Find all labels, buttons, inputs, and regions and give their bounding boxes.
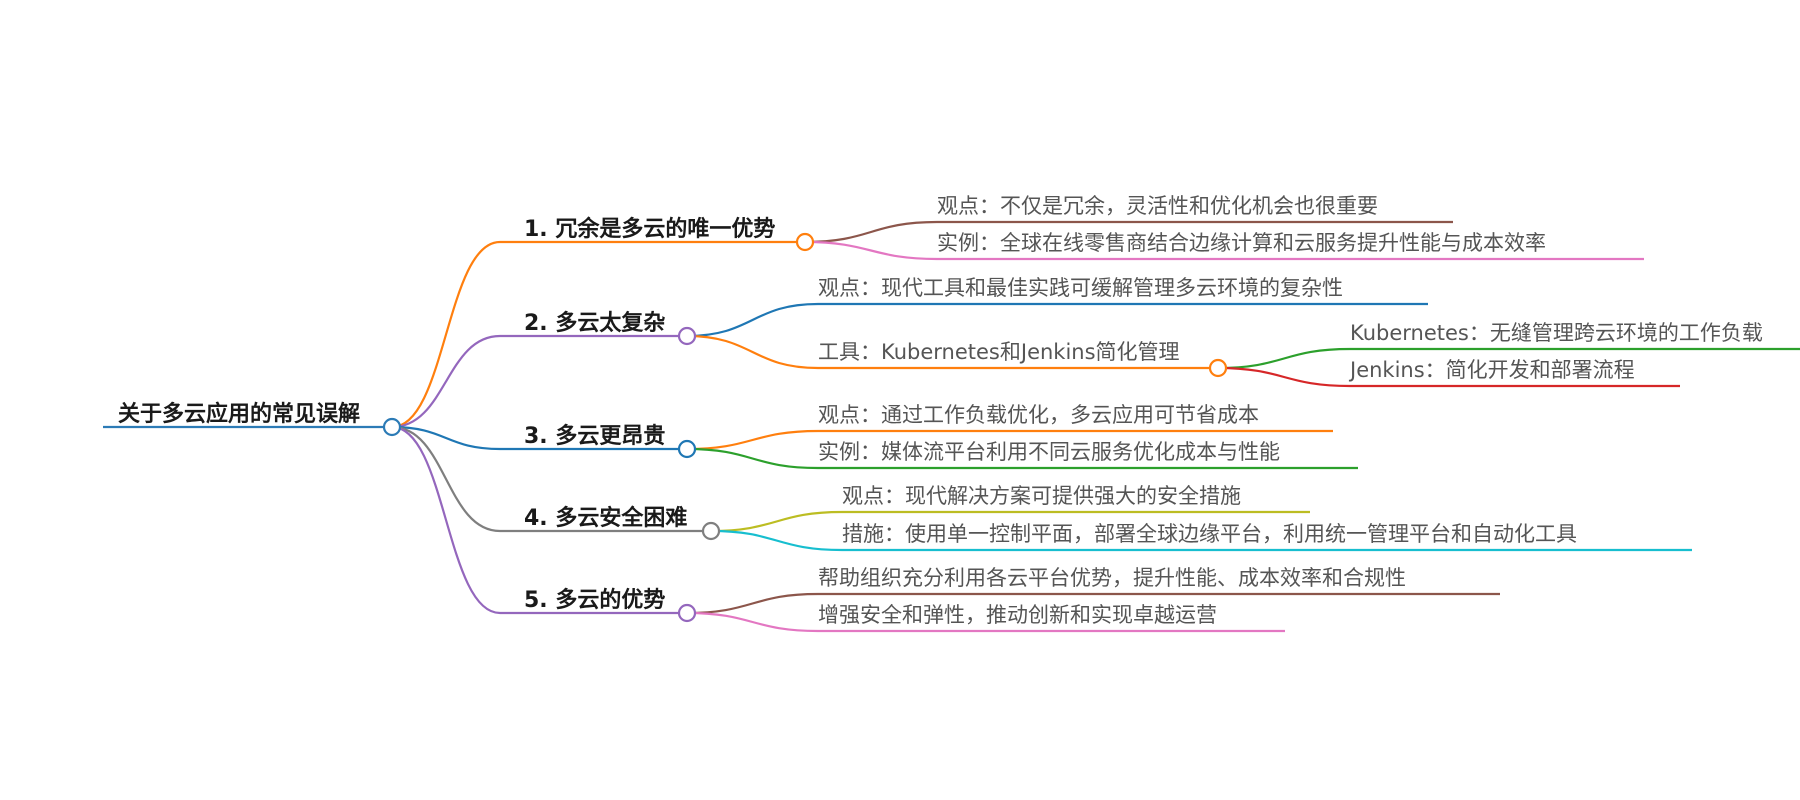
branch-3-collapse-knob[interactable]	[677, 439, 697, 459]
branch-1-leaf-2: 实例：全球在线零售商结合边缘计算和云服务提升性能与成本效率	[937, 231, 1546, 255]
branch-2-leaf-2-sub-2: Jenkins：简化开发和部署流程	[1348, 358, 1635, 382]
edge-branch-1-leaf-1	[804, 220, 938, 244]
branch-5-collapse-knob[interactable]	[677, 603, 697, 623]
branch-2-leaf-2-sub-1: Kubernetes：无缝管理跨云环境的工作负载	[1350, 321, 1763, 345]
branch-2-leaf-2-collapse-knob[interactable]	[1208, 358, 1228, 378]
branch-5-topic: 5. 多云的优势	[524, 587, 665, 613]
edge-branch-3-leaf-2	[686, 447, 819, 470]
edges-layer	[391, 220, 1351, 633]
branch-4-topic: 4. 多云安全困难	[524, 505, 687, 531]
branch-4-leaf-2: 措施：使用单一控制平面，部署全球边缘平台，利用统一管理平台和自动化工具	[842, 522, 1577, 546]
branch-5-leaf-2: 增强安全和弹性，推动创新和实现卓越运营	[818, 603, 1217, 627]
collapse-knobs-layer	[382, 232, 1228, 623]
underlines-layer	[103, 220, 1800, 633]
edge-branch-5-leaf-2	[686, 611, 819, 633]
edge-branch-3-leaf-1	[686, 429, 819, 451]
branch-3-topic: 3. 多云更昂贵	[524, 423, 665, 449]
branch-2-collapse-knob[interactable]	[677, 326, 697, 346]
edge-branch-2-leaf-2	[686, 334, 819, 370]
edge-branch-4-leaf-2	[710, 529, 843, 552]
branch-1-collapse-knob[interactable]	[795, 232, 815, 252]
edge-branch-2-leaf-1	[686, 302, 819, 338]
labels-layer: 关于多云应用的常见误解 1. 冗余是多云的唯一优势 观点：不仅是冗余，灵活性和优化机…	[118, 194, 1763, 627]
edge-branch-2-leaf-2-sub-2	[1217, 366, 1351, 388]
branch-3-leaf-1: 观点：通过工作负载优化，多云应用可节省成本	[818, 403, 1259, 427]
root-topic: 关于多云应用的常见误解	[118, 401, 360, 427]
branch-1-topic: 1. 冗余是多云的唯一优势	[524, 216, 775, 242]
branch-4-leaf-1: 观点：现代解决方案可提供强大的安全措施	[842, 484, 1241, 508]
edge-root-branch-3	[391, 425, 501, 451]
edge-root-branch-1	[391, 240, 501, 429]
edge-branch-4-leaf-1	[710, 510, 843, 533]
edge-branch-2-leaf-2-sub-1	[1217, 347, 1351, 370]
edge-root-branch-4	[391, 425, 501, 533]
branch-5-leaf-1: 帮助组织充分利用各云平台优势，提升性能、成本效率和合规性	[818, 566, 1406, 590]
root-collapse-knob[interactable]	[382, 417, 402, 437]
edge-branch-1-leaf-2	[804, 240, 938, 261]
edge-branch-5-leaf-1	[686, 592, 819, 615]
branch-1-leaf-1: 观点：不仅是冗余，灵活性和优化机会也很重要	[937, 194, 1378, 218]
branch-4-collapse-knob[interactable]	[701, 521, 721, 541]
branch-2-leaf-1: 观点：现代工具和最佳实践可缓解管理多云环境的复杂性	[818, 276, 1343, 300]
branch-2-topic: 2. 多云太复杂	[524, 310, 665, 336]
branch-3-leaf-2: 实例：媒体流平台利用不同云服务优化成本与性能	[818, 440, 1280, 464]
edge-root-branch-5	[391, 425, 501, 615]
edge-root-branch-2	[391, 334, 501, 429]
branch-2-leaf-2: 工具：Kubernetes和Jenkins简化管理	[818, 340, 1180, 364]
